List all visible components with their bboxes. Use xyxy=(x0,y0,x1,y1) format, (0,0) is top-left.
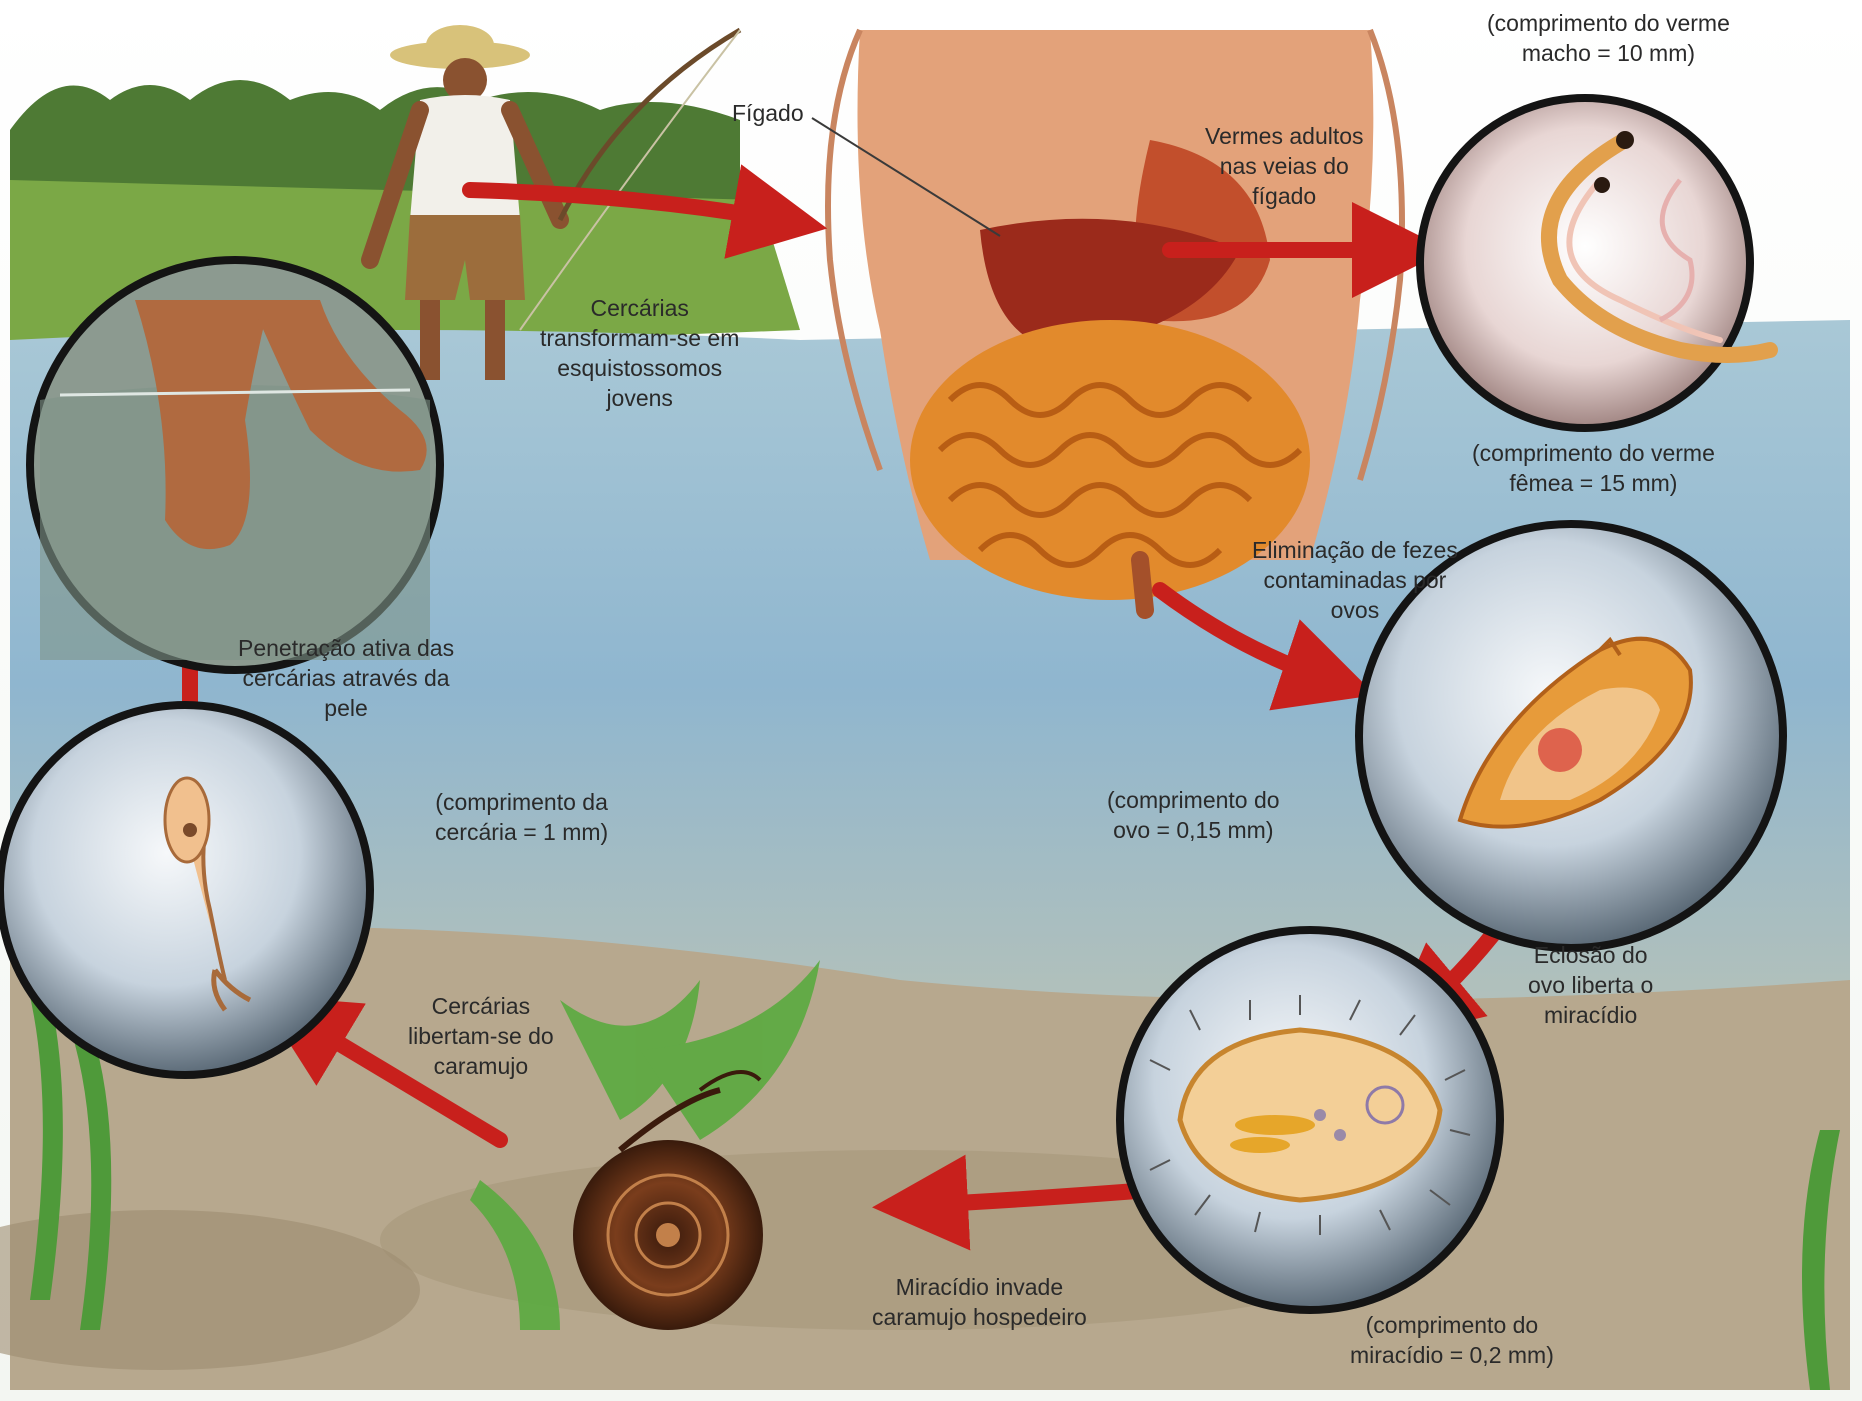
cercaria-lens xyxy=(0,705,370,1075)
label-female-worm-length: (comprimento do verme fêmea = 15 mm) xyxy=(1472,438,1715,498)
label-cercariae-transform: Cercárias transformam-se em esquistossom… xyxy=(540,293,739,413)
label-male-worm-length: (comprimento do verme macho = 10 mm) xyxy=(1487,8,1730,68)
label-miracidium-length: (comprimento do miracídio = 0,2 mm) xyxy=(1350,1310,1554,1370)
label-cercariae-leave-snail: Cercárias libertam-se do caramujo xyxy=(408,991,554,1081)
miracidium-lens xyxy=(1120,930,1500,1310)
label-cercaria-length: (comprimento da cercária = 1 mm) xyxy=(435,787,608,847)
label-penetration: Penetração ativa das cercárias através d… xyxy=(238,633,454,723)
feet-in-water-lens xyxy=(30,260,440,670)
label-hatching: Eclosão do ovo liberta o miracídio xyxy=(1528,940,1653,1030)
label-elimination: Eliminação de fezes contaminadas por ovo… xyxy=(1252,535,1458,625)
label-adult-worms: Vermes adultos nas veias do fígado xyxy=(1205,121,1364,211)
label-figado: Fígado xyxy=(732,98,804,128)
label-miracidium-invades: Miracídio invade caramujo hospedeiro xyxy=(872,1272,1087,1332)
label-egg-length: (comprimento do ovo = 0,15 mm) xyxy=(1107,785,1280,845)
